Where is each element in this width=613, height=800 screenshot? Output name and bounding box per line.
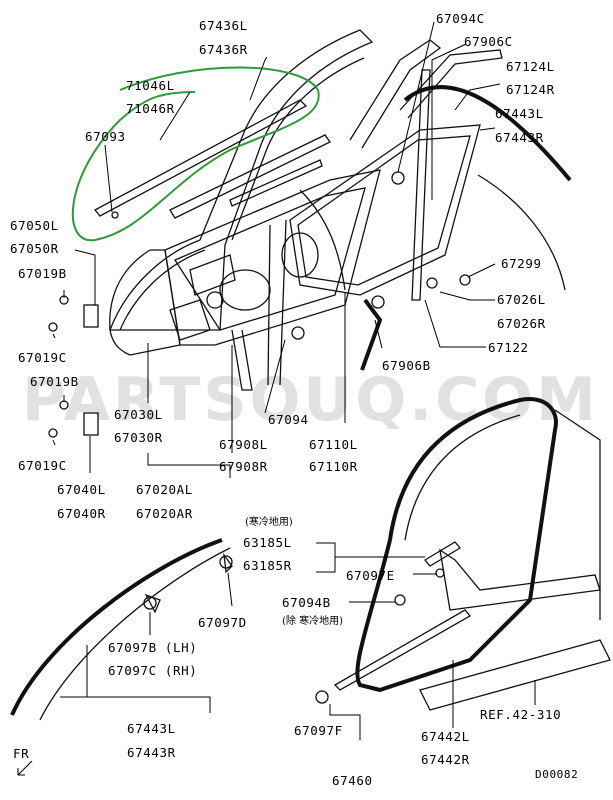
part-label: 67443R xyxy=(495,130,544,145)
part-labels: 67436L 67436R 71046L 71046R 67093 67050L… xyxy=(10,11,578,788)
part-label: 67019B xyxy=(18,266,67,281)
part-label: 67094 xyxy=(268,412,309,427)
part-label: 67124R xyxy=(506,82,555,97)
annotation-label: (除 寒冷地用) xyxy=(282,614,343,627)
watermark: PARTSOUQ.COM xyxy=(22,365,599,435)
part-label: 63185R xyxy=(243,558,292,573)
part-label: 67122 xyxy=(488,340,529,355)
door-assembly-drawing xyxy=(48,29,572,438)
part-label: 67030L xyxy=(114,407,163,422)
highlight-outline xyxy=(71,66,320,242)
part-label: 71046R xyxy=(126,101,175,116)
part-label: 67097C (RH) xyxy=(108,663,197,678)
part-label: 67443L xyxy=(495,106,544,121)
part-label: 67094C xyxy=(436,11,485,26)
part-label: 67020AR xyxy=(136,506,193,521)
part-label: 67040L xyxy=(57,482,106,497)
part-label: 67460 xyxy=(332,773,373,788)
part-label: 67040R xyxy=(57,506,106,521)
annotation-label: (寒冷地用) xyxy=(245,515,293,528)
part-label: 67442R xyxy=(421,752,470,767)
part-label: 67097D xyxy=(198,615,247,630)
part-label: 67026R xyxy=(497,316,546,331)
leader-lines xyxy=(52,21,536,740)
part-label: 67097F xyxy=(294,723,343,738)
part-label: 67030R xyxy=(114,430,163,445)
part-label: 67110L xyxy=(309,437,358,452)
front-label: FR xyxy=(13,746,29,761)
part-label: 67050L xyxy=(10,218,59,233)
part-label: 67908L xyxy=(219,437,268,452)
part-label: 71046L xyxy=(126,78,175,93)
part-label: 63185L xyxy=(243,535,292,550)
opening-weatherstrip-drawing xyxy=(143,397,611,711)
part-label: 67020AL xyxy=(136,482,193,497)
part-label: 67094B xyxy=(282,595,331,610)
part-label: 67442L xyxy=(421,729,470,744)
part-label: 67019C xyxy=(18,350,67,365)
part-label: 67097B (LH) xyxy=(108,640,197,655)
part-label: 67026L xyxy=(497,292,546,307)
part-label: 67124L xyxy=(506,59,555,74)
part-label: 67436L xyxy=(199,18,248,33)
part-label: 67019B xyxy=(30,374,79,389)
part-label: 67436R xyxy=(199,42,248,57)
part-label: 67093 xyxy=(85,129,126,144)
part-label: 67019C xyxy=(18,458,67,473)
part-label: 67908R xyxy=(219,459,268,474)
front-arrow-icon xyxy=(17,760,33,776)
part-label: 67906B xyxy=(382,358,431,373)
part-label: 67906C xyxy=(464,34,513,49)
part-label: 67443R xyxy=(127,745,176,760)
part-label: 67443L xyxy=(127,721,176,736)
part-label: 67110R xyxy=(309,459,358,474)
roof-weatherstrip-drawing xyxy=(10,538,233,721)
part-label: 67050R xyxy=(10,241,59,256)
reference-label: REF.42-310 xyxy=(480,707,561,722)
part-label: 67299 xyxy=(501,256,542,271)
part-label: 67097E xyxy=(346,568,395,583)
diagram-code: D00082 xyxy=(535,768,578,781)
